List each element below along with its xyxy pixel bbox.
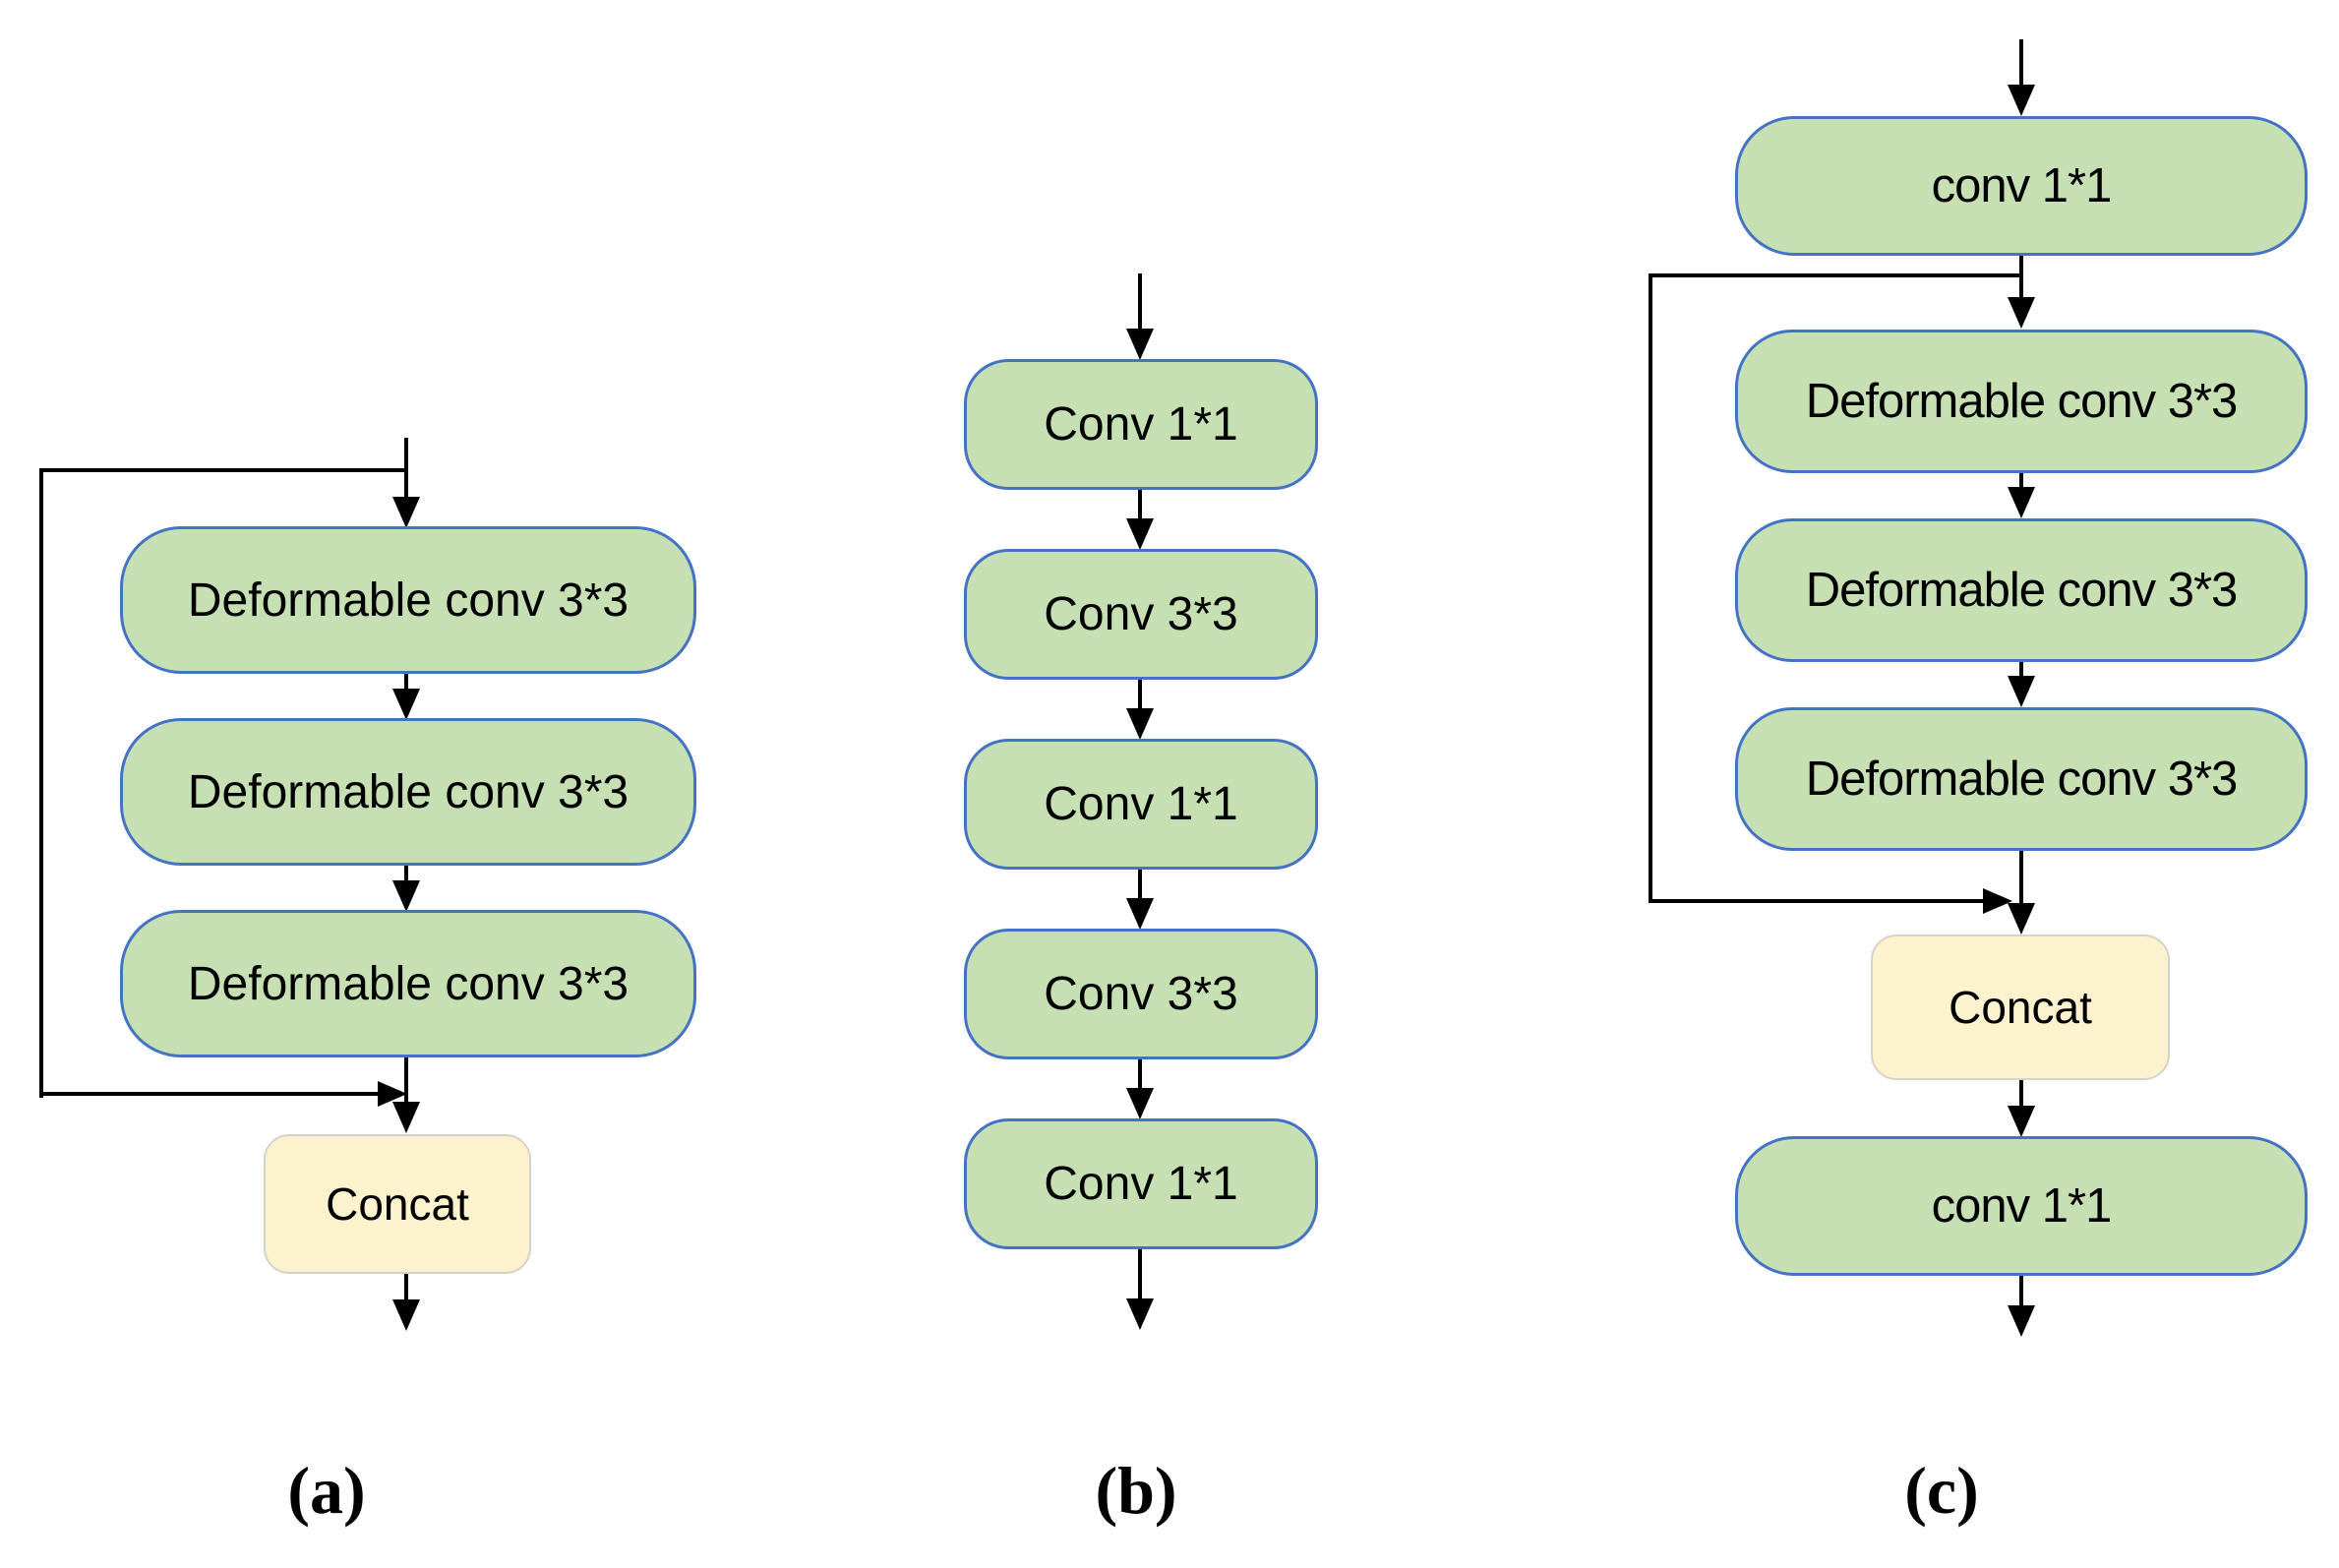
c-skip-line-left (1649, 273, 1652, 903)
c-node-deformable-conv-2-label: Deformable conv 3*3 (1805, 564, 2239, 617)
b-node-conv-5: Conv 1*1 (964, 1118, 1318, 1249)
c-skip-line-top (1650, 273, 2021, 277)
a-node-deformable-conv-3: Deformable conv 3*3 (120, 910, 696, 1057)
c-input-line (2019, 39, 2023, 87)
c-merge-concat: Concat (1871, 935, 2170, 1080)
a-output-arrowhead (392, 1299, 420, 1331)
c-node-deformable-conv-1-label: Deformable conv 3*3 (1805, 375, 2239, 428)
c-node-conv-top: conv 1*1 (1735, 116, 2308, 256)
c-node-conv-bottom-label: conv 1*1 (1931, 1179, 2113, 1233)
c-node-deformable-conv-2: Deformable conv 3*3 (1735, 518, 2308, 662)
c-connector-line-3 (2019, 662, 2023, 678)
a-node-deformable-conv-2-label: Deformable conv 3*3 (187, 765, 630, 818)
c-node-deformable-conv-3-label: Deformable conv 3*3 (1805, 753, 2239, 806)
b-node-conv-2: Conv 3*3 (964, 549, 1318, 680)
a-skip-line-top (41, 468, 406, 472)
b-node-conv-4: Conv 3*3 (964, 929, 1318, 1059)
b-node-conv-2-label: Conv 3*3 (1044, 588, 1238, 640)
a-node-deformable-conv-1: Deformable conv 3*3 (120, 526, 696, 674)
c-node-conv-bottom: conv 1*1 (1735, 1136, 2308, 1276)
b-connector-arrowhead-4 (1126, 1088, 1154, 1119)
c-node-conv-top-label: conv 1*1 (1931, 159, 2113, 212)
b-input-arrowhead (1126, 329, 1154, 360)
b-connector-line-3 (1138, 870, 1142, 900)
c-connector-line-2 (2019, 473, 2023, 489)
b-connector-line-2 (1138, 680, 1142, 710)
c-caption: (c) (1904, 1453, 1979, 1528)
b-node-conv-5-label: Conv 1*1 (1044, 1158, 1238, 1210)
a-skip-line-bottom (39, 1092, 378, 1096)
c-merge-arrowhead (2008, 903, 2035, 935)
b-node-conv-3: Conv 1*1 (964, 739, 1318, 870)
c-merge-concat-label: Concat (1949, 982, 2092, 1033)
c-merge-line (2019, 851, 2023, 905)
a-merge-concat: Concat (264, 1134, 531, 1274)
c-output-line (2019, 1276, 2023, 1307)
b-output-line (1138, 1249, 1142, 1300)
b-output-arrowhead (1126, 1298, 1154, 1330)
c-node-deformable-conv-3: Deformable conv 3*3 (1735, 707, 2308, 851)
a-caption: (a) (287, 1453, 366, 1528)
c-connector-arrowhead-1 (2008, 297, 2035, 329)
a-skip-line-left (39, 468, 43, 1098)
a-connector-arrowhead-2 (392, 880, 420, 912)
b-connector-arrowhead-3 (1126, 898, 1154, 930)
b-node-conv-4-label: Conv 3*3 (1044, 968, 1238, 1020)
a-node-deformable-conv-3-label: Deformable conv 3*3 (187, 957, 630, 1010)
c-node-deformable-conv-1: Deformable conv 3*3 (1735, 330, 2308, 473)
c-connector-line-4 (2019, 1080, 2023, 1108)
a-node-deformable-conv-2: Deformable conv 3*3 (120, 718, 696, 866)
a-connector-line-2 (404, 866, 408, 883)
c-connector-line-1 (2019, 256, 2023, 299)
c-connector-arrowhead-2 (2008, 487, 2035, 518)
b-connector-arrowhead-1 (1126, 518, 1154, 550)
a-connector-arrowhead-1 (392, 689, 420, 720)
c-skip-line-bottom (1649, 899, 1983, 903)
c-output-arrowhead (2008, 1305, 2035, 1337)
b-node-conv-1: Conv 1*1 (964, 359, 1318, 490)
b-input-line (1138, 273, 1142, 331)
a-input-line (404, 438, 408, 500)
b-caption: (b) (1095, 1453, 1177, 1528)
b-node-conv-1-label: Conv 1*1 (1044, 398, 1238, 451)
b-node-conv-3-label: Conv 1*1 (1044, 778, 1238, 830)
c-connector-arrowhead-3 (2008, 676, 2035, 707)
a-merge-line (404, 1057, 408, 1104)
b-connector-line-4 (1138, 1059, 1142, 1090)
c-input-arrowhead (2008, 85, 2035, 116)
b-connector-line-1 (1138, 490, 1142, 520)
a-merge-concat-label: Concat (326, 1178, 469, 1230)
a-connector-line-1 (404, 674, 408, 692)
a-output-line (404, 1274, 408, 1301)
a-node-deformable-conv-1-label: Deformable conv 3*3 (187, 573, 630, 627)
a-merge-arrowhead (392, 1102, 420, 1133)
b-connector-arrowhead-2 (1126, 708, 1154, 740)
c-connector-arrowhead-4 (2008, 1106, 2035, 1137)
a-input-arrowhead (392, 497, 420, 528)
